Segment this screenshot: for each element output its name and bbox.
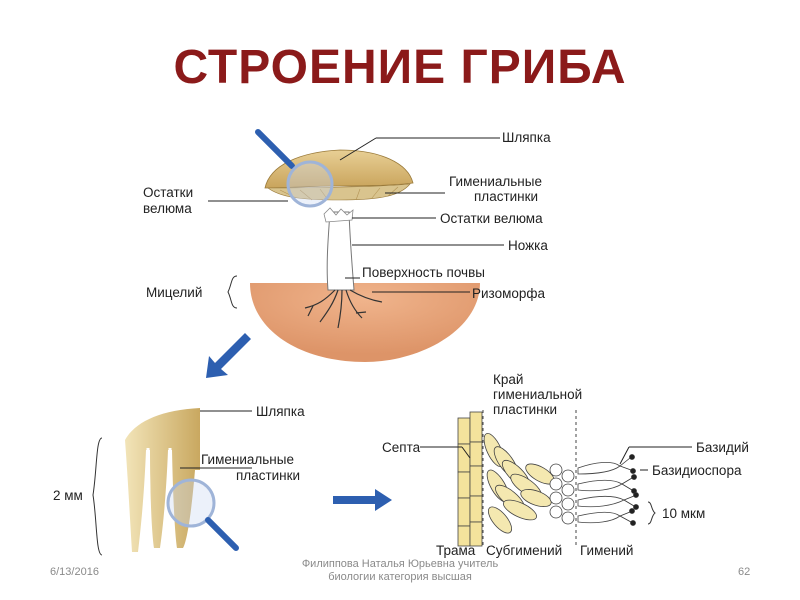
magnifier-lens-1 (286, 160, 334, 208)
arrow-down-left (206, 333, 251, 378)
label-subhymenium: Субгимений (486, 543, 563, 558)
magnifier-handle-2 (205, 517, 239, 551)
magnifier-handle-1 (255, 129, 295, 169)
mycelium-brace (227, 275, 238, 309)
arrow-right (333, 489, 392, 511)
size-brace-2mm (92, 437, 103, 556)
label-basidiospore: Базидиоспора (652, 463, 742, 478)
mushroom-cap (264, 149, 414, 189)
label-edge-line3: пластинки (493, 402, 558, 417)
label-velum-rest-left-line1: Остатки (143, 185, 194, 200)
label-hymenium: Гимений (580, 543, 634, 558)
label-edge-line2: гимениальной (493, 387, 583, 402)
soil-shape (250, 283, 480, 362)
mushroom-stem (326, 211, 355, 291)
label-trama: Трама (436, 543, 476, 558)
label-basidium: Базидий (696, 440, 749, 455)
label-size-2mm: 2 мм (53, 488, 83, 503)
velum-ring (323, 207, 354, 223)
label-gills-line1: Гимениальные (449, 174, 542, 189)
label-septa: Септа (382, 440, 421, 455)
label-cap: Шляпка (502, 130, 551, 145)
rhizomorph-roots (304, 289, 383, 329)
label-rhizomorph: Ризоморфа (472, 286, 546, 301)
label-mycelium: Мицелий (146, 285, 203, 300)
footer-author: Филиппова Наталья Юрьевна учитель биолог… (290, 558, 510, 584)
label-gills2-line1: Гимениальные (201, 452, 294, 467)
footer-date: 6/13/2016 (50, 566, 99, 578)
page-title: СТРОЕНИЕ ГРИБА (173, 41, 627, 94)
label-velum-rest-right: Остатки велюма (440, 211, 543, 226)
label-size-10um: 10 мкм (662, 506, 706, 521)
hymenium-structure (420, 410, 692, 548)
footer-author-line2: биологии категория высшая (328, 571, 472, 583)
label-stem: Ножка (508, 238, 548, 253)
label-cap-2: Шляпка (256, 404, 305, 419)
size-brace-10um (647, 501, 656, 525)
label-soil-surface: Поверхность почвы (362, 265, 485, 280)
label-edge-line1: Край (493, 372, 524, 387)
label-gills-line2: пластинки (474, 189, 539, 204)
magnifier-lens-2 (166, 478, 216, 528)
footer-author-line1: Филиппова Наталья Юрьевна учитель (301, 558, 499, 570)
cap-section (125, 408, 200, 552)
footer-page-number: 62 (738, 566, 751, 578)
label-velum-rest-left-line2: велюма (143, 201, 192, 216)
label-gills2-line2: пластинки (236, 468, 301, 483)
